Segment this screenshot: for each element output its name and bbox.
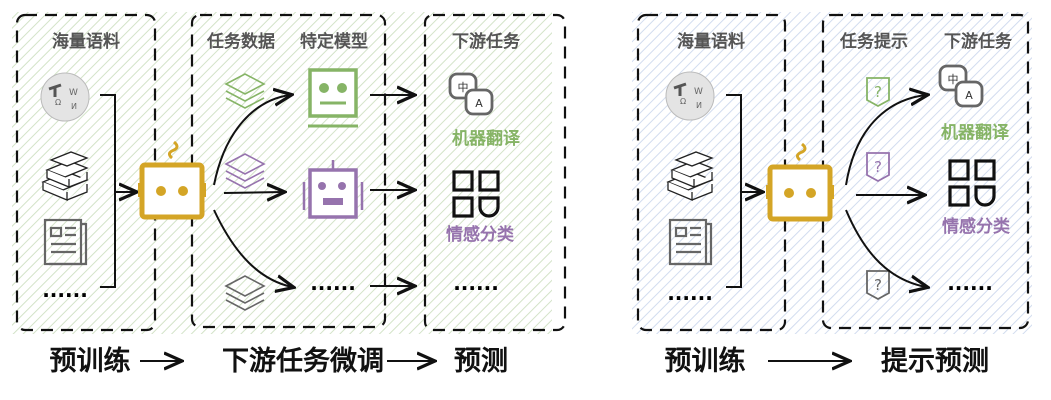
purple-model-icon — [302, 160, 364, 219]
corpus-header: 海量语料 — [52, 31, 120, 52]
task-model-box — [190, 13, 387, 329]
svg-text:A: A — [475, 97, 483, 110]
svg-text:中: 中 — [458, 81, 469, 94]
arrow-to-purple-model — [223, 192, 283, 193]
prompt-question-icon-gray: ? — [866, 270, 890, 300]
prompt-sentiment-label: 情感分类 — [942, 216, 1011, 237]
flow-step-pretrain: 预训练 — [50, 345, 131, 377]
wikipedia-icon — [39, 71, 91, 123]
svg-text:中: 中 — [948, 73, 959, 86]
downstream-ellipsis: ...... — [453, 271, 499, 295]
prompt-corpus-ellipsis: ...... — [667, 281, 713, 305]
prompt-question-icon-purple: ? — [866, 152, 890, 182]
prompt-question-icon-green: ? — [866, 77, 890, 107]
prompt-corpus-box — [636, 13, 787, 332]
corpus-bracket-arrow — [100, 94, 135, 288]
wikipedia-icon — [664, 70, 716, 122]
prompt-downstream-ellipsis: ...... — [947, 271, 993, 295]
task-data-header: 任务数据 — [206, 31, 275, 52]
prompt-corpus-header: 海量语料 — [677, 31, 745, 52]
specific-model-header: 特定模型 — [300, 31, 368, 52]
flow-step-predict: 预测 — [454, 346, 508, 377]
arrow-to-green-model — [213, 95, 290, 186]
downstream-box — [423, 13, 567, 332]
prompt-downstream-header: 下游任务 — [944, 31, 1013, 52]
translation-label: 机器翻译 — [452, 128, 521, 149]
translate-icon: 中 A — [938, 64, 984, 108]
prompt-flow-step-prompt-predict: 提示预测 — [881, 346, 989, 377]
downstream-header: 下游任务 — [452, 31, 521, 52]
model-ellipsis: ...... — [310, 271, 356, 295]
svg-text:?: ? — [874, 83, 882, 101]
green-model-icon — [308, 68, 358, 128]
svg-text:A: A — [965, 89, 973, 102]
prompt-translation-label: 机器翻译 — [941, 122, 1010, 143]
prompt-arrow-to-translation — [845, 95, 926, 186]
flow-step-finetune: 下游任务微调 — [222, 346, 384, 377]
prompt-arrow-to-other — [845, 209, 926, 287]
prompt-flow-step-pretrain: 预训练 — [665, 345, 746, 377]
prompt-corpus-bracket-arrow — [726, 94, 761, 288]
translate-icon: 中 A — [448, 72, 494, 116]
task-prompt-header: 任务提示 — [839, 31, 908, 52]
arrow-to-other-model — [213, 209, 292, 287]
corpus-ellipsis: ...... — [42, 278, 88, 302]
svg-text:?: ? — [874, 276, 882, 294]
svg-text:?: ? — [874, 158, 882, 176]
sentiment-label: 情感分类 — [446, 224, 515, 245]
